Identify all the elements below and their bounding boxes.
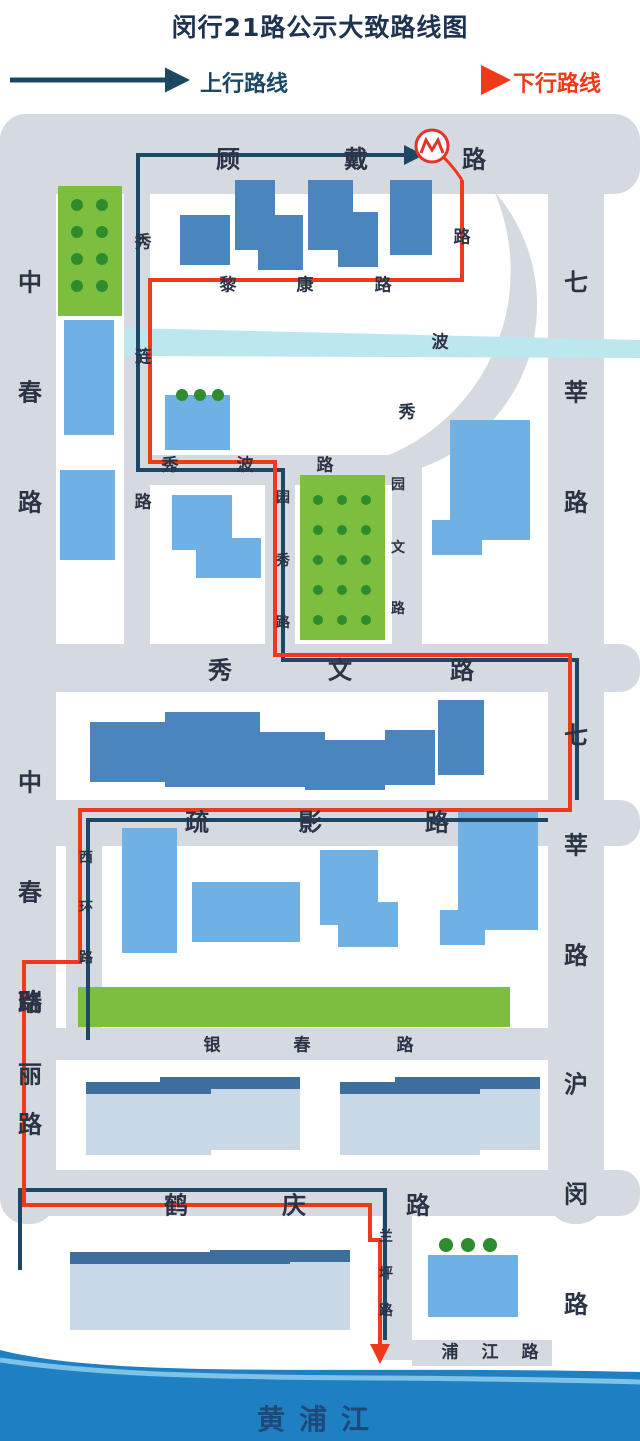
road-label-xiubo-curve-2: 波	[431, 332, 449, 353]
road-label-qixin-lower-2: 莘	[564, 831, 588, 860]
up-route-north	[136, 145, 579, 800]
canal	[125, 328, 640, 358]
legend-up-label: 上行路线	[200, 72, 289, 97]
road-label-qixin-upper-1: 七	[564, 268, 588, 297]
legend-down-label: 下行路线	[513, 72, 602, 97]
road-label-yinchun-3: 路	[396, 1035, 414, 1056]
road-label-lanping-2: 坪	[379, 1266, 393, 1282]
road-label-xiulian-1: 秀	[134, 232, 152, 253]
road-yuanxiu	[265, 455, 295, 645]
road-shuying	[30, 800, 640, 846]
greenbelt	[78, 987, 510, 1027]
road-label-gudai-1: 顾	[216, 145, 240, 174]
road-label-gudai-3: 路	[462, 145, 486, 174]
road-label-xihuan-2: 环	[79, 900, 93, 916]
road-label-likang-2: 康	[296, 275, 314, 296]
road-label-heqing-3: 路	[406, 1191, 430, 1220]
up-route-middle	[86, 818, 548, 1040]
road-label-hugang-1: 沪	[564, 1070, 588, 1099]
map-title: 闵行21路公示大致路线图	[171, 13, 469, 42]
river-label: 黄浦江	[256, 1403, 384, 1436]
road-label-xiubo-3: 路	[316, 455, 334, 476]
road-label-qixin-upper-2: 莘	[564, 378, 588, 407]
road-heqing	[0, 1170, 640, 1216]
tree-icons	[71, 199, 371, 625]
road-label-xiuwen-2: 文	[328, 656, 352, 685]
road-pujiang	[412, 1340, 552, 1366]
road-label-xiulian-2: 涟	[134, 347, 152, 368]
road-label-yuanwen-2: 文	[391, 540, 405, 556]
road-label-shuying-2: 影	[298, 808, 322, 837]
road-label-xiuwen-3: 路	[450, 656, 474, 685]
road-label-zhongchun-mid-1: 中	[18, 768, 42, 797]
road-label-qixin-upper-3: 路	[564, 488, 588, 517]
road-label-pujiang-3: 路	[521, 1342, 539, 1363]
road-label-pujiang-2: 江	[481, 1342, 499, 1363]
road-label-qixin-lower-1: 七	[564, 721, 588, 750]
road-label-ruili-1: 瑞	[18, 988, 42, 1017]
road-label-xiulian-3: 路	[134, 492, 152, 513]
shanghai-metro-icon	[414, 128, 450, 164]
road-label-zhongchun-mid-2: 春	[18, 878, 42, 907]
road-xiuwen	[0, 644, 640, 692]
road-label-xiuwen-1: 秀	[208, 656, 232, 685]
road-yuanwen	[392, 455, 422, 645]
road-label-yuanxiu-2: 秀	[276, 553, 290, 569]
road-label-yuanwen-1: 园	[391, 477, 405, 493]
road-label-ruili-2: 丽	[18, 1060, 42, 1089]
road-label-qixin-lower-3: 路	[564, 941, 588, 970]
road-xiubo-curve	[290, 150, 538, 478]
road-label-gudai-2: 戴	[344, 145, 368, 174]
road-label-xiubo-2: 波	[236, 455, 254, 476]
road-label-xihuan-3: 路	[79, 950, 93, 966]
road-label-xiubo-curve-1: 秀	[398, 402, 416, 423]
road-label-yinchun-1: 银	[203, 1035, 221, 1056]
road-label-xiubo-curve-3: 路	[453, 227, 471, 248]
road-label-shuying-1: 疏	[185, 808, 209, 837]
road-label-xihuan-1: 西	[79, 850, 93, 866]
road-label-yinchun-2: 春	[293, 1035, 311, 1056]
road-label-lanping-3: 路	[379, 1303, 393, 1319]
road-label-zhongchun-upper-1: 中	[18, 268, 42, 297]
road-label-hugang-2: 闵	[564, 1180, 588, 1209]
road-label-yuanxiu-1: 园	[276, 490, 290, 506]
road-label-shuying-3: 路	[425, 808, 449, 837]
building-icons	[60, 180, 540, 1330]
road-label-xiubo-1: 秀	[161, 455, 179, 476]
road-label-hugang-3: 路	[564, 1290, 588, 1319]
road-label-likang-3: 路	[374, 275, 392, 296]
road-label-zhongchun-mid-3: 路	[18, 988, 42, 1017]
road-label-likang-1: 黎	[219, 275, 237, 296]
road-label-heqing-1: 鹤	[164, 1191, 188, 1220]
road-label-zhongchun-upper-2: 春	[18, 378, 42, 407]
road-yinchun	[56, 1028, 548, 1060]
road-label-yuanwen-3: 路	[391, 601, 405, 617]
road-label-pujiang-1: 浦	[441, 1342, 459, 1363]
road-label-lanping-1: 兰	[379, 1229, 393, 1245]
up-route-south	[18, 1188, 387, 1340]
down-route	[22, 180, 572, 1364]
park-top-left	[58, 186, 122, 316]
road-label-heqing-2: 庆	[282, 1191, 306, 1220]
road-label-zhongchun-upper-3: 路	[18, 488, 42, 517]
road-label-yuanxiu-3: 路	[276, 615, 290, 631]
road-label-ruili-3: 路	[18, 1110, 42, 1139]
